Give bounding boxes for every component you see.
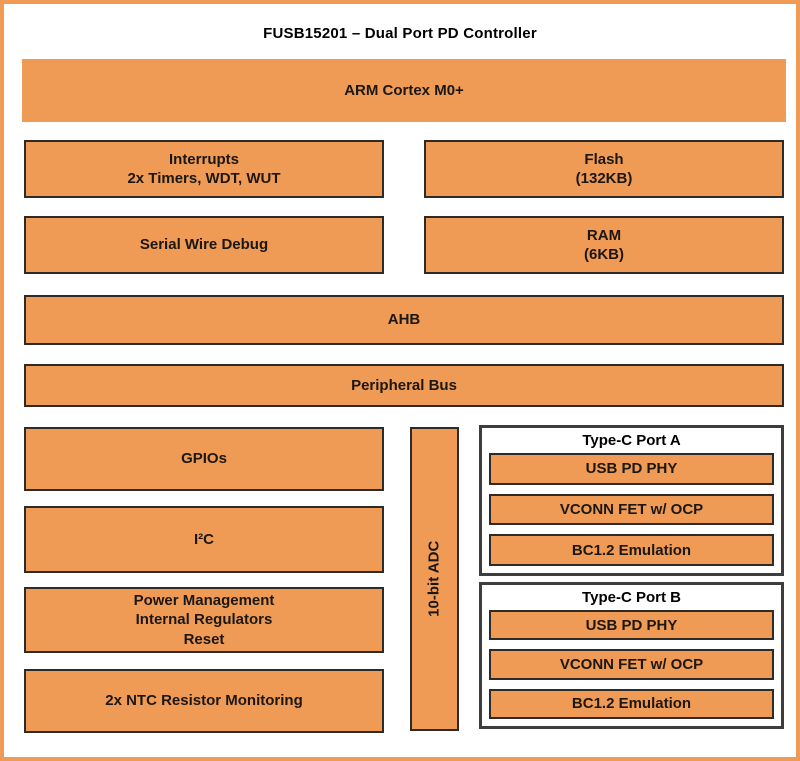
- block-gpios: GPIOs: [24, 427, 384, 491]
- block-serial-wire-debug: Serial Wire Debug: [24, 216, 384, 274]
- diagram-title: FUSB15201 – Dual Port PD Controller: [263, 25, 537, 42]
- block-port-a-usb-pd-phy: USB PD PHY: [489, 453, 774, 485]
- port-b-body: USB PD PHY VCONN FET w/ OCP BC1.2 Emulat…: [489, 610, 774, 719]
- block-power-management: Power Management Internal Regulators Res…: [24, 587, 384, 653]
- block-ntc-resistor-monitoring: 2x NTC Resistor Monitoring: [24, 669, 384, 733]
- block-arm-cortex-m0: ARM Cortex M0+: [22, 59, 786, 122]
- block-ram: RAM (6KB): [424, 216, 784, 274]
- port-a-body: USB PD PHY VCONN FET w/ OCP BC1.2 Emulat…: [489, 453, 774, 567]
- block-port-b-usb-pd-phy: USB PD PHY: [489, 610, 774, 641]
- block-port-a-bc12-emulation: BC1.2 Emulation: [489, 534, 774, 567]
- block-ahb-bus: AHB: [24, 295, 784, 345]
- group-type-c-port-a: Type-C Port A USB PD PHY VCONN FET w/ OC…: [479, 425, 784, 576]
- group-type-c-port-b: Type-C Port B USB PD PHY VCONN FET w/ OC…: [479, 582, 784, 729]
- block-peripheral-bus: Peripheral Bus: [24, 364, 784, 407]
- port-b-title: Type-C Port B: [582, 589, 681, 606]
- block-interrupts-timers: Interrupts 2x Timers, WDT, WUT: [24, 140, 384, 198]
- port-a-title: Type-C Port A: [582, 432, 681, 449]
- block-port-b-bc12-emulation: BC1.2 Emulation: [489, 688, 774, 719]
- block-flash: Flash (132KB): [424, 140, 784, 198]
- adc-vertical-label: 10-bit ADC: [425, 540, 443, 618]
- block-port-b-vconn-fet: VCONN FET w/ OCP: [489, 649, 774, 680]
- block-i2c: I²C: [24, 506, 384, 573]
- block-10bit-adc: 10-bit ADC: [410, 427, 459, 731]
- block-port-a-vconn-fet: VCONN FET w/ OCP: [489, 493, 774, 526]
